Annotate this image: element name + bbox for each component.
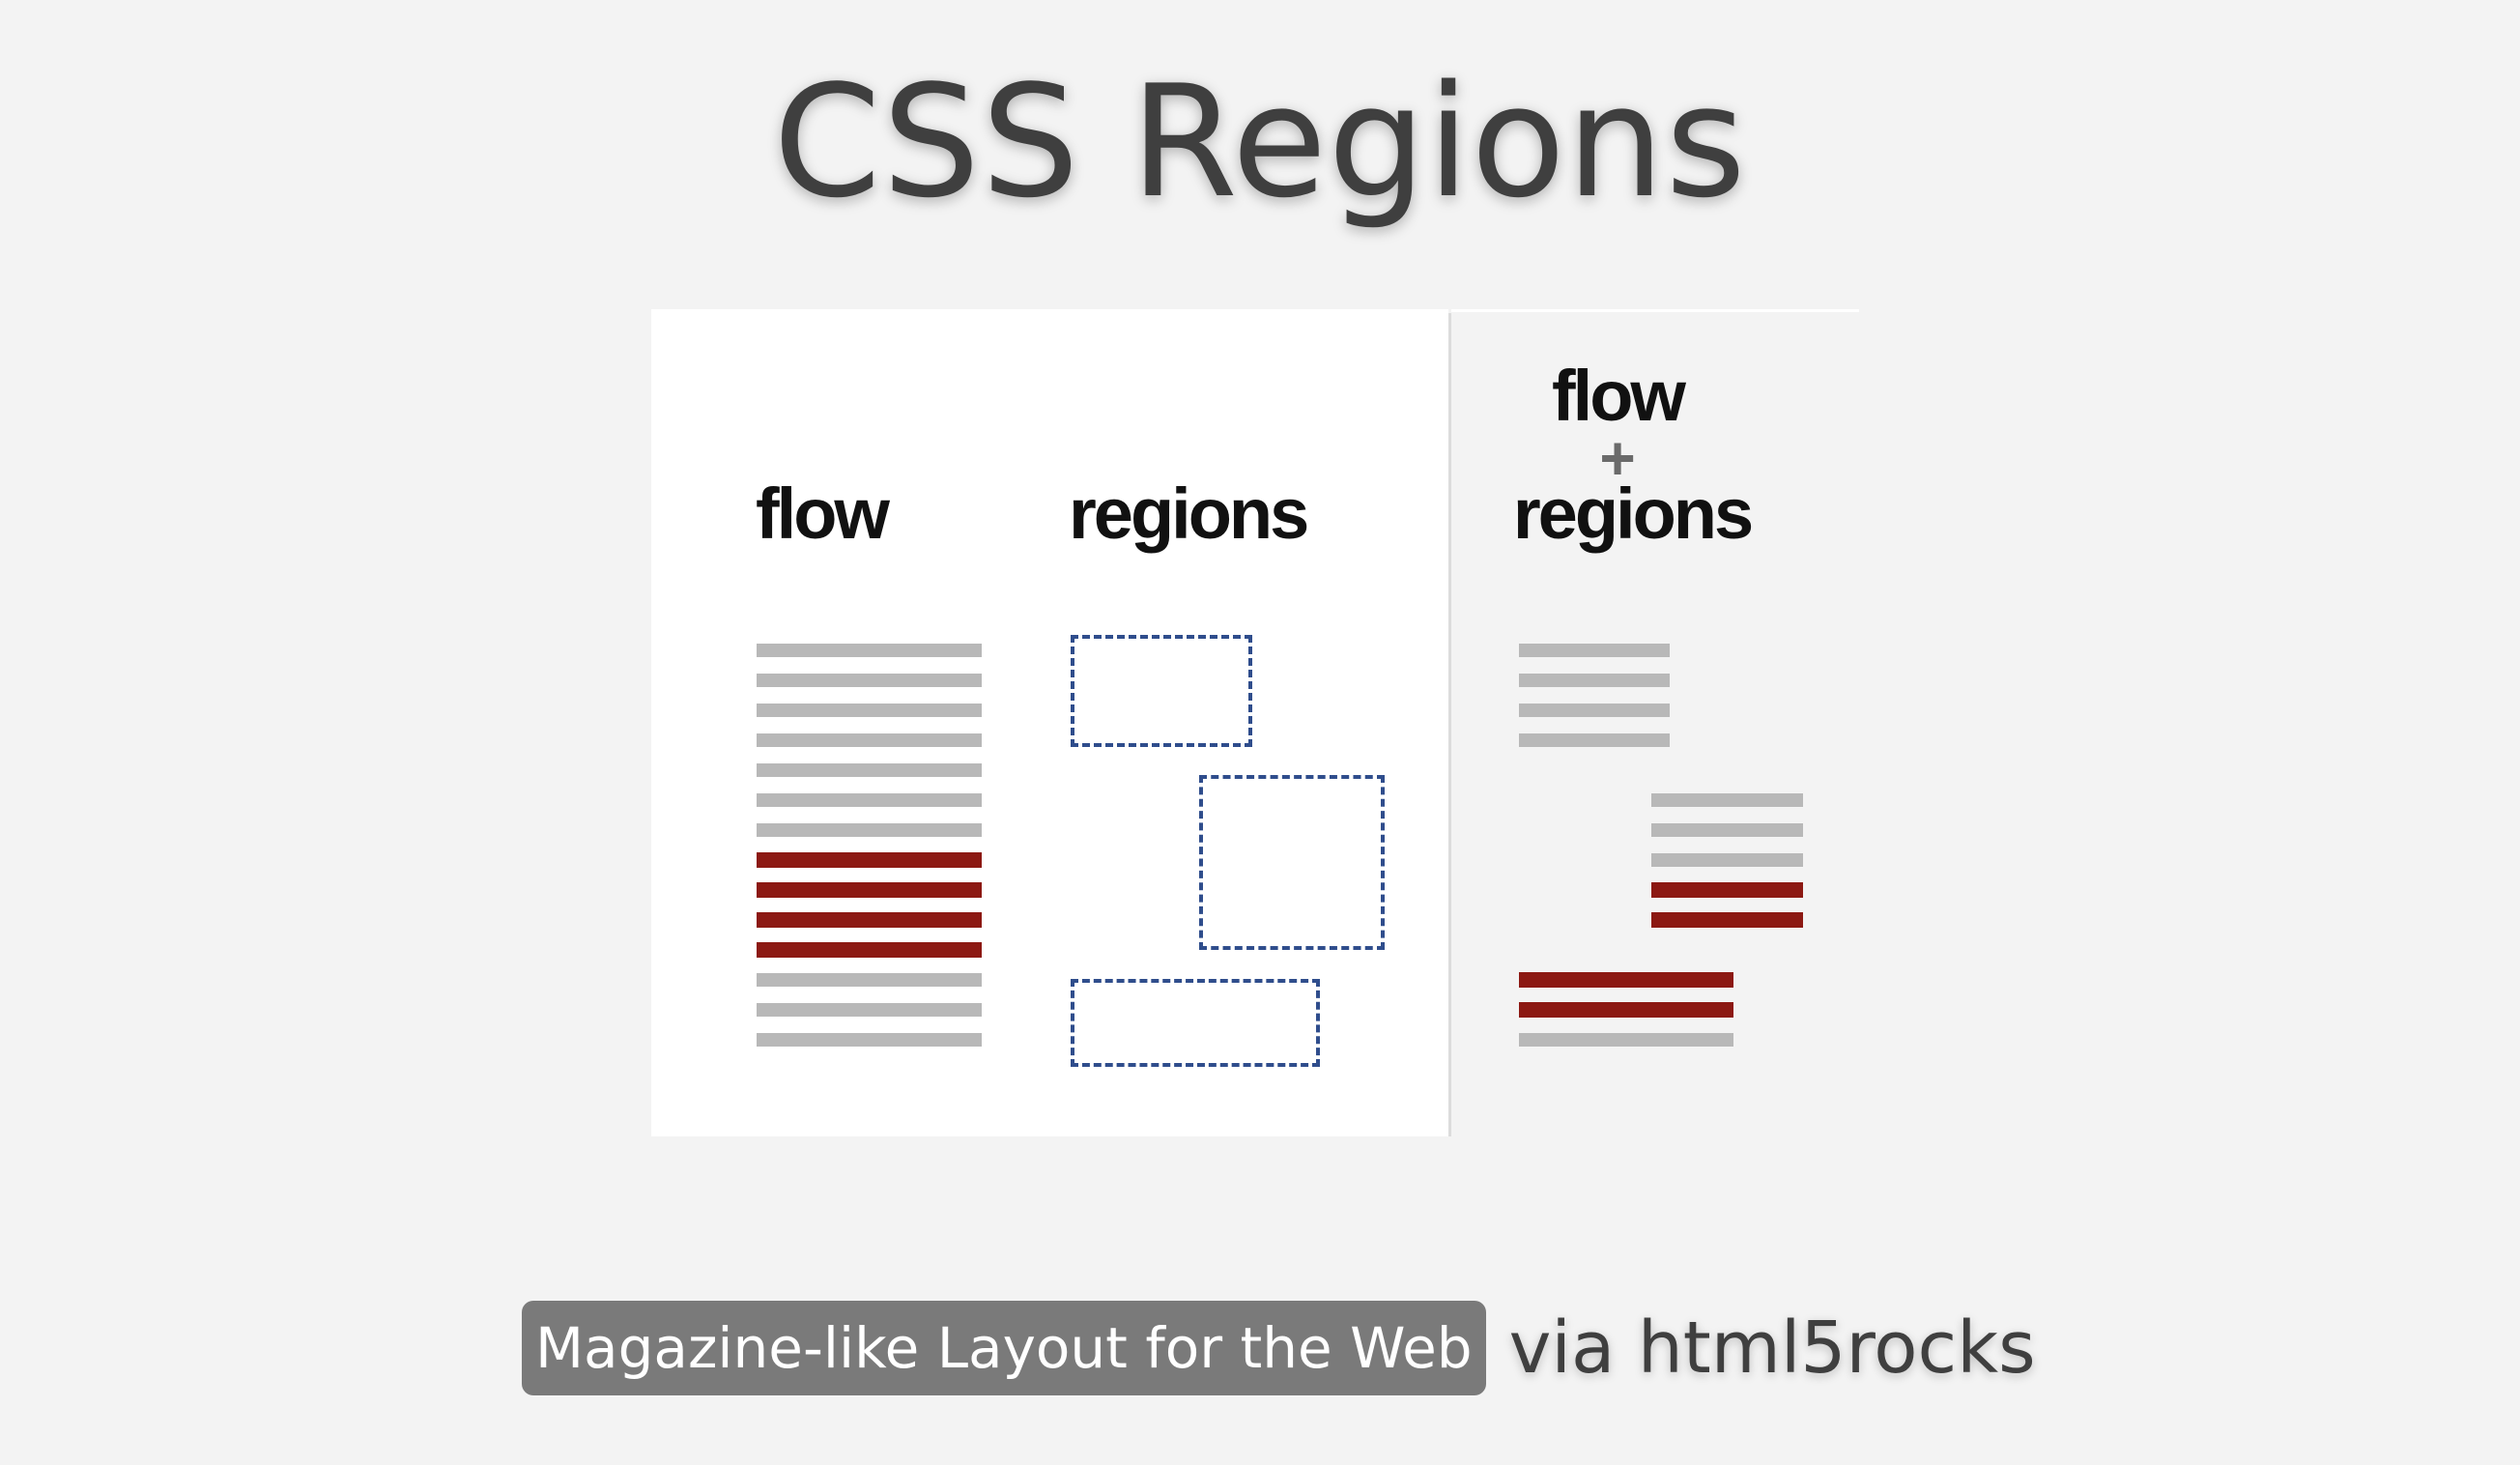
flow-highlight-line <box>757 882 982 898</box>
region-box <box>1071 979 1320 1067</box>
flow-label: flow <box>756 474 890 554</box>
combined-text-line <box>1519 1033 1733 1047</box>
flow-plus-regions-panel <box>1451 309 1859 1136</box>
combined-text-line <box>1519 704 1670 717</box>
combined-highlight-line <box>1651 882 1803 898</box>
combined-text-line <box>1651 793 1803 807</box>
flow-text-line <box>757 1033 982 1047</box>
combined-highlight-line <box>1519 1002 1733 1018</box>
caption: Magazine-like Layout for the Web via htm… <box>522 1301 2036 1395</box>
combined-text-line <box>1651 853 1803 867</box>
flow-text-line <box>757 763 982 777</box>
combined-highlight-line <box>1651 912 1803 928</box>
flow-highlight-line <box>757 942 982 958</box>
flow-regions-panel <box>651 309 1448 1136</box>
flow-text-line <box>757 704 982 717</box>
regions-label: regions <box>1069 474 1309 554</box>
region-box <box>1071 635 1252 747</box>
flow-highlight-line <box>757 852 982 868</box>
combined-highlight-line <box>1519 972 1733 988</box>
flow-text-line <box>757 793 982 807</box>
combined-text-line <box>1651 823 1803 837</box>
combined-regions-label: regions <box>1512 474 1754 554</box>
flow-text-line <box>757 1003 982 1017</box>
css-regions-diagram: flow regions flow + regions <box>651 309 1859 1136</box>
region-box <box>1199 775 1385 950</box>
combined-flow-label: flow <box>1552 356 1686 436</box>
panel-top-rule <box>1451 309 1859 312</box>
flow-text-line <box>757 733 982 747</box>
combined-text-line <box>1519 644 1670 657</box>
flow-text-line <box>757 823 982 837</box>
plus-sign: + <box>1599 423 1636 493</box>
flow-text-line <box>757 674 982 687</box>
flow-text-line <box>757 644 982 657</box>
caption-highlight: Magazine-like Layout for the Web <box>522 1301 1486 1395</box>
caption-source: via html5rocks <box>1508 1307 2036 1390</box>
flow-highlight-line <box>757 912 982 928</box>
panel-divider <box>1448 313 1451 1136</box>
flow-text-line <box>757 973 982 987</box>
combined-text-line <box>1519 674 1670 687</box>
slide-title: CSS Regions <box>773 51 1747 232</box>
combined-text-line <box>1519 733 1670 747</box>
